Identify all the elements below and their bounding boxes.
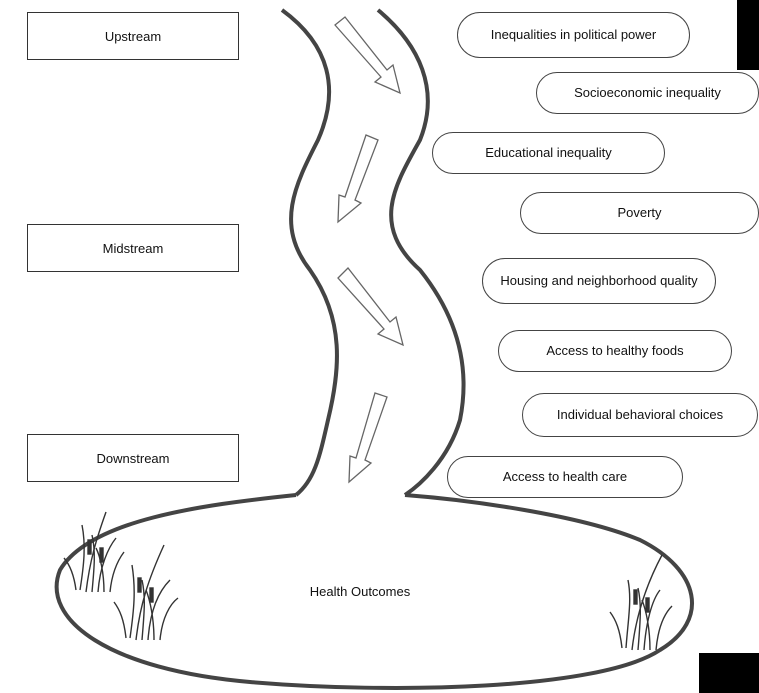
stage-box-upstream: Upstream (27, 12, 239, 60)
factor-label: Socioeconomic inequality (574, 85, 721, 100)
stage-box-midstream: Midstream (27, 224, 239, 272)
factor-label: Educational inequality (485, 145, 612, 160)
factor-label: Housing and neighborhood quality (500, 273, 698, 288)
factor-label: Access to health care (502, 469, 628, 484)
river-left-bank (280, 8, 339, 497)
factor-label: Inequalities in political power (490, 27, 657, 42)
stage-label-midstream: Midstream (102, 240, 164, 256)
stage-label-upstream: Upstream (104, 28, 162, 44)
lake-outline (54, 493, 695, 690)
factor-poverty: Poverty (520, 192, 759, 234)
factor-political-power: Inequalities in political power (457, 12, 690, 58)
river-right-bank (376, 8, 466, 497)
stage-label-downstream: Downstream (96, 450, 170, 466)
factor-behavioral-choices: Individual behavioral choices (522, 393, 758, 437)
factor-label: Individual behavioral choices (556, 407, 724, 422)
factor-label: Access to healthy foods (546, 343, 684, 358)
flow-arrow-4 (348, 392, 388, 484)
flow-arrow-1 (334, 16, 401, 95)
reeds-icon (63, 511, 125, 593)
factor-housing-neighborhood: Housing and neighborhood quality (482, 258, 716, 304)
flow-arrow-2 (337, 134, 379, 224)
health-outcomes-label: Health Outcomes (309, 584, 411, 599)
flow-arrow-3 (337, 267, 404, 347)
factor-socioeconomic-inequality: Socioeconomic inequality (536, 72, 759, 114)
reeds-icon (609, 554, 673, 651)
reeds-icon (113, 544, 179, 641)
factor-label: Poverty (617, 205, 662, 220)
frame-edge (699, 653, 759, 693)
factor-healthy-foods: Access to healthy foods (498, 330, 732, 372)
factor-educational-inequality: Educational inequality (432, 132, 665, 174)
frame-edge (737, 0, 759, 70)
factor-health-care-access: Access to health care (447, 456, 683, 498)
stage-box-downstream: Downstream (27, 434, 239, 482)
